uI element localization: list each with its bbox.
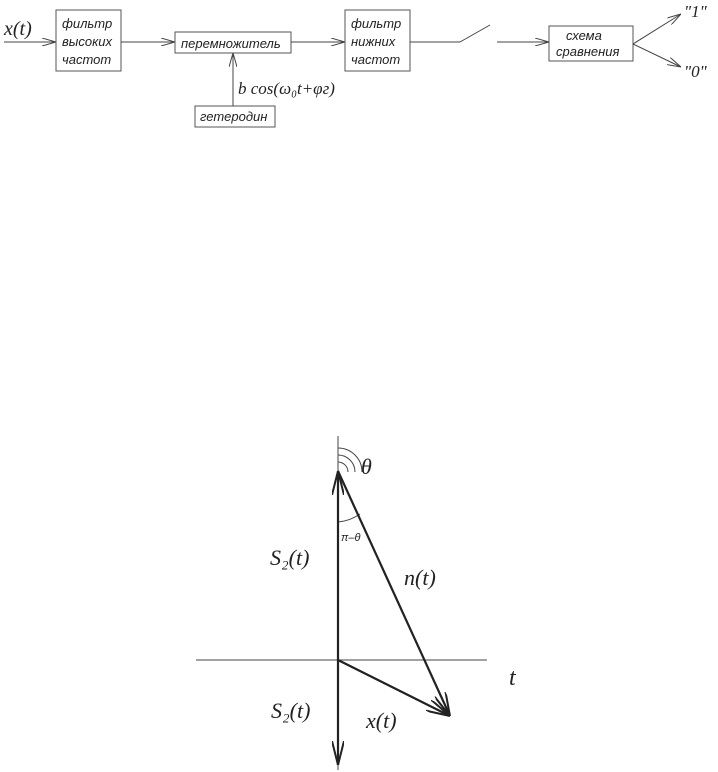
s2-lower-label: S₂(t) — [271, 698, 310, 723]
multiplier-label: перемножитель — [181, 36, 281, 51]
multiplier-block: перемножитель — [174, 31, 292, 54]
theta-angle-arc-2 — [337, 454, 356, 473]
time-axis-label: t — [509, 665, 517, 691]
output-zero-label: "0" — [684, 62, 708, 81]
reference-signal-label: b cos(ω₀t+φг) — [238, 79, 335, 98]
comparator-label-line2: сравнения — [556, 44, 620, 59]
lpf-label-line3: частот — [351, 52, 400, 67]
pi-minus-theta-label: π–θ — [341, 532, 360, 544]
vector-diagram: t θ π–θ S₂(t) S₂(t) n(t) x(t) — [196, 436, 517, 770]
sum-label: x(t) — [365, 708, 397, 733]
lpf-label-line1: фильтр — [351, 16, 401, 31]
block-diagram: x(t) фильтр высоких частот перемножитель… — [3, 2, 708, 128]
output-one-arrow — [632, 14, 681, 45]
hpf-label-line1: фильтр — [62, 16, 112, 31]
output-zero-arrow — [632, 43, 681, 67]
comparator-block: схема сравнения — [548, 25, 634, 62]
noise-vector — [336, 470, 452, 716]
theta-angle-arc-3 — [337, 447, 363, 473]
s2-upper-label: S₂(t) — [270, 545, 309, 570]
theta-label: θ — [361, 454, 372, 479]
local-oscillator-block: гетеродин — [194, 105, 276, 128]
lpf-label-line2: нижних — [351, 34, 396, 49]
hpf-label-line2: высоких — [62, 34, 112, 49]
oscillator-label: гетеродин — [200, 109, 267, 124]
pi-minus-theta-arc — [337, 513, 361, 523]
theta-angle-arc-1 — [337, 461, 349, 473]
noise-label: n(t) — [404, 565, 436, 590]
high-pass-filter-block: фильтр высоких частот — [55, 9, 122, 72]
low-pass-filter-block: фильтр нижних частот — [344, 9, 411, 72]
sampling-switch — [459, 24, 491, 43]
hpf-label-line3: частот — [62, 52, 111, 67]
input-signal-label: x(t) — [3, 18, 32, 40]
sum-vector — [337, 659, 450, 717]
output-one-label: "1" — [684, 2, 708, 21]
comparator-label-line1: схема — [566, 28, 602, 43]
